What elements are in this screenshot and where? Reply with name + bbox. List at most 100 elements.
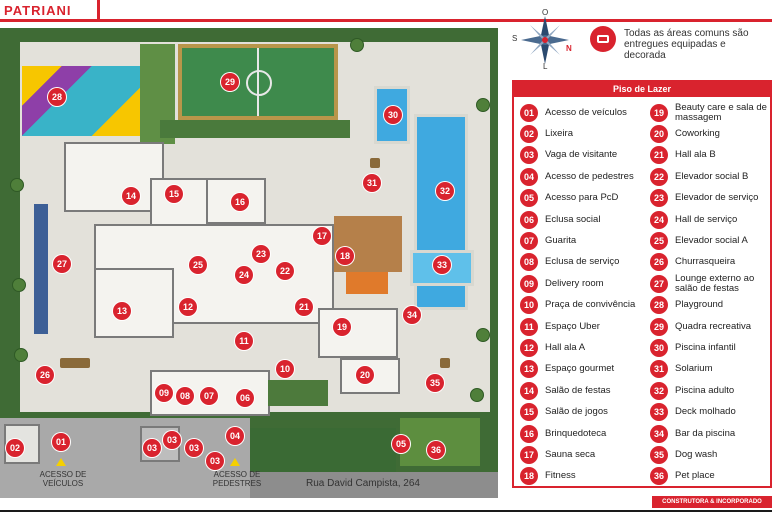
- marker-10[interactable]: 10: [276, 360, 294, 378]
- marker-03[interactable]: 03: [206, 452, 224, 470]
- marker-34[interactable]: 34: [403, 306, 421, 324]
- legend-number-badge: 28: [650, 296, 668, 315]
- marker-16[interactable]: 16: [231, 193, 249, 211]
- marker-31[interactable]: 31: [363, 174, 381, 192]
- legend-label: Solarium: [675, 363, 713, 375]
- marker-33[interactable]: 33: [433, 256, 451, 274]
- tower-a: [64, 142, 164, 212]
- marker-12[interactable]: 12: [179, 298, 197, 316]
- marker-35[interactable]: 35: [426, 374, 444, 392]
- compass-icon: [521, 16, 569, 64]
- marker-04[interactable]: 04: [226, 427, 244, 445]
- legend-number-badge: 15: [520, 403, 538, 422]
- marker-30[interactable]: 30: [384, 106, 402, 124]
- marker-06[interactable]: 06: [236, 389, 254, 407]
- legend-number-badge: 09: [520, 274, 538, 293]
- marker-22[interactable]: 22: [276, 262, 294, 280]
- legend-item: 06 Eclusa social: [520, 209, 645, 230]
- marker-25[interactable]: 25: [189, 256, 207, 274]
- legend-number-badge: 21: [650, 146, 668, 165]
- legend-label: Delivery room: [545, 277, 604, 289]
- legend-number-badge: 13: [520, 360, 538, 379]
- marker-01[interactable]: 01: [52, 433, 70, 451]
- gourmet-block: [94, 268, 174, 338]
- marker-05[interactable]: 05: [392, 435, 410, 453]
- marker-20[interactable]: 20: [356, 366, 374, 384]
- legend-number-badge: 30: [650, 338, 668, 357]
- brand-header: PATRIANI: [0, 0, 100, 22]
- legend-number-badge: 26: [650, 253, 668, 272]
- legend-number-badge: 27: [650, 274, 668, 293]
- note-text: Todas as áreas comuns são entregues equi…: [624, 28, 749, 61]
- marker-21[interactable]: 21: [295, 298, 313, 316]
- marker-23[interactable]: 23: [252, 245, 270, 263]
- outdoor-table: [440, 358, 450, 368]
- legend-number-badge: 06: [520, 210, 538, 229]
- legend-label: Coworking: [675, 128, 720, 140]
- marker-17[interactable]: 17: [313, 227, 331, 245]
- marker-03[interactable]: 03: [163, 431, 181, 449]
- legend-label: Salão de jogos: [545, 406, 608, 418]
- legend-number-badge: 35: [650, 445, 668, 464]
- marker-02[interactable]: 02: [6, 439, 24, 457]
- marker-13[interactable]: 13: [113, 302, 131, 320]
- legend-label: Bar da piscina: [675, 427, 736, 439]
- marker-32[interactable]: 32: [436, 182, 454, 200]
- legend-label: Deck molhado: [675, 406, 736, 418]
- legend-label: Acesso de pedestres: [545, 170, 634, 182]
- marker-15[interactable]: 15: [165, 185, 183, 203]
- legend-label: Espaço Uber: [545, 320, 600, 332]
- marker-03[interactable]: 03: [143, 439, 161, 457]
- legend-item: 05 Acesso para PcD: [520, 188, 645, 209]
- legend-number-badge: 18: [520, 467, 538, 486]
- marker-14[interactable]: 14: [122, 187, 140, 205]
- marker-29[interactable]: 29: [221, 73, 239, 91]
- legend-label: Sauna seca: [545, 448, 596, 460]
- marker-19[interactable]: 19: [333, 318, 351, 336]
- legend-label: Brinquedoteca: [545, 427, 607, 439]
- legend-label: Acesso para PcD: [545, 192, 619, 204]
- marker-26[interactable]: 26: [36, 366, 54, 384]
- marker-36[interactable]: 36: [427, 441, 445, 459]
- equipped-note: Todas as áreas comuns são entregues equi…: [590, 22, 770, 62]
- legend-label: Acesso de veículos: [545, 106, 627, 118]
- legend-number-badge: 24: [650, 210, 668, 229]
- bottom-planter: [268, 380, 328, 406]
- street-road: [250, 472, 498, 498]
- marker-11[interactable]: 11: [235, 332, 253, 350]
- marker-28[interactable]: 28: [48, 88, 66, 106]
- legend-number-badge: 16: [520, 424, 538, 443]
- legend-label: Hall ala A: [545, 341, 586, 353]
- beauty-room: [318, 308, 398, 358]
- marker-08[interactable]: 08: [176, 387, 194, 405]
- marker-24[interactable]: 24: [235, 266, 253, 284]
- legend-number-badge: 11: [520, 317, 538, 336]
- legend-label: Elevador social A: [675, 235, 748, 247]
- outdoor-table: [60, 358, 90, 368]
- legend-number-badge: 32: [650, 381, 668, 400]
- legend-number-badge: 31: [650, 360, 668, 379]
- marker-18[interactable]: 18: [336, 247, 354, 265]
- legend-number-badge: 17: [520, 445, 538, 464]
- legend-number-badge: 05: [520, 189, 538, 208]
- compass-n: N: [566, 44, 572, 53]
- marker-09[interactable]: 09: [155, 384, 173, 402]
- compass-l: L: [543, 62, 548, 71]
- legend-label: Eclusa social: [545, 213, 601, 225]
- legend-item: 11 Espaço Uber: [520, 316, 645, 337]
- marker-27[interactable]: 27: [53, 255, 71, 273]
- legend-label: Quadra recreativa: [675, 320, 752, 332]
- marker-03[interactable]: 03: [185, 439, 203, 457]
- marker-07[interactable]: 07: [200, 387, 218, 405]
- legend-number-badge: 08: [520, 253, 538, 272]
